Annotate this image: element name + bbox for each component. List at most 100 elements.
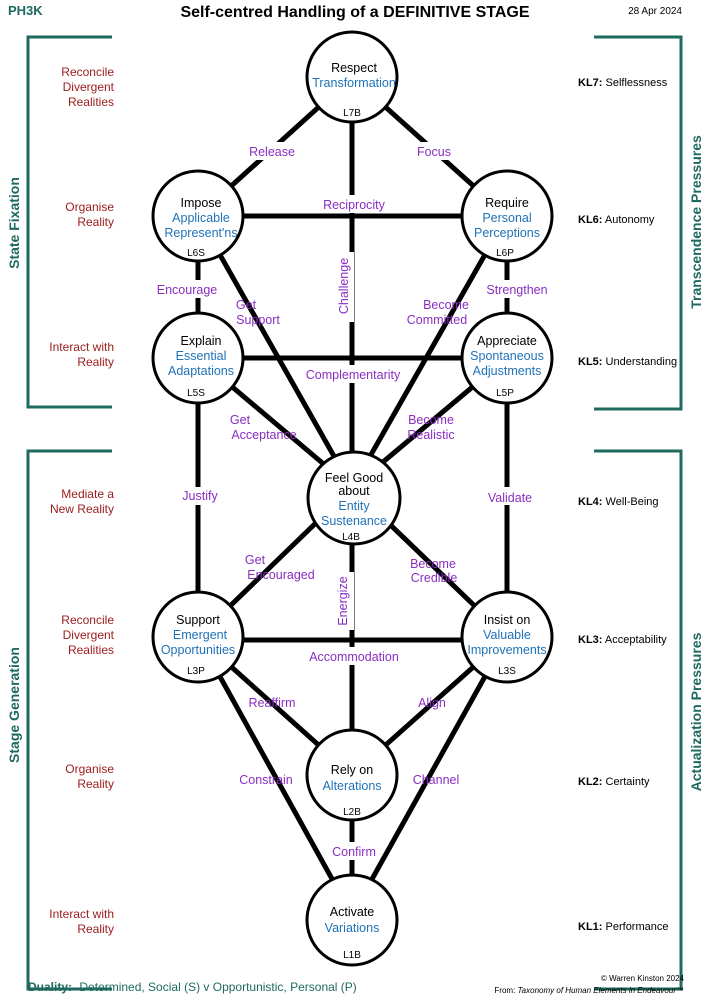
node-activate-sub: Variations (325, 921, 380, 935)
node-appreciate-level: L5P (496, 388, 514, 399)
node-feel-good-title1: Feel Good (325, 471, 383, 485)
edge-label-confirm: Confirm (332, 845, 376, 859)
edge-label-focus: Focus (417, 145, 451, 159)
node-impose-sub1: Applicable (172, 211, 230, 225)
right-bottom-bracket-label: Actualization Pressures (688, 632, 704, 791)
node-rely-on: Rely on Alterations L2B (305, 728, 399, 822)
node-insist-on-sub1: Valuable (483, 628, 531, 642)
node-respect-title: Respect (331, 61, 377, 75)
nodes: Respect Transformation L7B Impose Applic… (151, 30, 554, 967)
edge-labels: Release Focus Reciprocity Challenge Enco… (157, 145, 548, 859)
node-support: Support Emergent Opportunities L3P (151, 590, 245, 684)
node-impose-level: L6S (187, 248, 205, 259)
node-activate: Activate Variations L1B (305, 873, 399, 967)
node-require-sub2: Perceptions (474, 226, 540, 240)
node-impose-title: Impose (181, 196, 222, 210)
edge-label-become-committed-2: Committed (407, 313, 467, 327)
node-feel-good-sub2: Sustenance (321, 514, 387, 528)
node-support-sub2: Opportunities (161, 643, 235, 657)
edge-label-justify: Justify (182, 489, 218, 503)
node-respect-sub: Transformation (312, 76, 396, 90)
edge-channel (349, 635, 510, 917)
duality-label: Duality: (28, 980, 73, 994)
edge-label-strengthen: Strengthen (486, 283, 547, 297)
node-respect-level: L7B (343, 108, 361, 119)
node-support-sub1: Emergent (173, 628, 228, 642)
edge-label-validate: Validate (488, 491, 532, 505)
edge-become-committed (349, 214, 510, 490)
node-appreciate-sub2: Adjustments (473, 364, 542, 378)
edge-label-get-support-1: Get (236, 298, 257, 312)
left-top-bracket-label: State Fixation (6, 177, 22, 269)
node-support-level: L3P (187, 666, 205, 677)
footer-duality: Duality: Determined, Social (S) v Opport… (28, 980, 357, 994)
level-kl5: KL5: Understanding (578, 356, 678, 368)
node-activate-title: Activate (330, 905, 375, 919)
node-respect: Respect Transformation L7B (305, 30, 399, 124)
edge-label-energize: Energize (336, 576, 350, 625)
left-bottom-bracket-label: Stage Generation (6, 647, 22, 763)
edge-label-get-support-2: Support (236, 313, 280, 327)
level-kl3: KL3: Acceptability (578, 634, 667, 646)
node-explain-level: L5S (187, 388, 205, 399)
right-bottom-bracket (594, 449, 683, 991)
edge-constrain (195, 635, 355, 917)
edge-label-get-encouraged-1: Get (245, 553, 266, 567)
edge-get-support (195, 214, 355, 490)
right-top-bracket-label: Transcendence Pressures (688, 135, 704, 309)
node-explain-title: Explain (181, 334, 222, 348)
edge-label-challenge: Challenge (337, 258, 351, 314)
page-title: Self-centred Handling of a DEFINITIVE ST… (180, 4, 529, 21)
node-explain-sub2: Adaptations (168, 364, 234, 378)
edge-label-get-encouraged-2: Encouraged (247, 568, 314, 582)
edge-label-release: Release (249, 145, 295, 159)
node-impose: Impose Applicable Represent'ns L6S (151, 169, 245, 263)
node-insist-on-sub2: Improvements (467, 643, 546, 657)
edge-label-become-credible-1: Become (410, 557, 456, 571)
level-kl7: KL7: Selflessness (578, 77, 668, 89)
level-kl1: KL1: Performance (578, 921, 669, 933)
node-activate-level: L1B (343, 950, 361, 961)
edge-label-become-committed-1: Become (423, 298, 469, 312)
node-feel-good: Feel Good about Entity Sustenance L4B (306, 450, 402, 546)
node-rely-on-level: L2B (343, 807, 361, 818)
edge-label-channel: Channel (413, 773, 460, 787)
footer-source: From: Taxonomy of Human Elements in Ende… (430, 986, 684, 995)
edge-label-reciprocity: Reciprocity (323, 198, 386, 212)
node-feel-good-sub1: Entity (338, 499, 370, 513)
edge-label-become-realistic-1: Become (408, 413, 454, 427)
left-bottom-bracket (26, 449, 112, 991)
node-insist-on-title: Insist on (484, 613, 531, 627)
node-require-title: Require (485, 196, 529, 210)
node-require-level: L6P (496, 248, 514, 259)
edge-label-backgrounds (151, 142, 553, 860)
node-impose-sub2: Represent'ns (164, 226, 237, 240)
edge-label-get-acceptance-2: Acceptance (231, 428, 296, 442)
header-date: 28 Apr 2024 (628, 6, 682, 17)
edge-label-complementarity: Complementarity (306, 368, 401, 382)
node-appreciate: Appreciate Spontaneous Adjustments L5P (460, 311, 554, 405)
edge-label-become-credible-2: Credible (411, 571, 458, 585)
edge-label-get-acceptance-1: Get (230, 413, 251, 427)
node-insist-on: Insist on Valuable Improvements L3S (460, 590, 554, 684)
edge-label-reaffirm: Reaffirm (248, 696, 295, 710)
edge-label-align: Align (418, 696, 446, 710)
node-require: Require Personal Perceptions L6P (460, 169, 554, 263)
node-explain: Explain Essential Adaptations L5S (151, 311, 245, 405)
node-rely-on-sub: Alterations (322, 779, 381, 793)
node-appreciate-sub1: Spontaneous (470, 349, 544, 363)
node-explain-sub1: Essential (176, 349, 227, 363)
left-top-bracket (26, 35, 112, 409)
node-feel-good-level: L4B (342, 532, 360, 543)
node-rely-on-title: Rely on (331, 763, 373, 777)
edge-label-constrain: Constrain (239, 773, 293, 787)
edge-label-encourage: Encourage (157, 283, 218, 297)
footer-copyright: © Warren Kinston 2024 (601, 974, 684, 983)
